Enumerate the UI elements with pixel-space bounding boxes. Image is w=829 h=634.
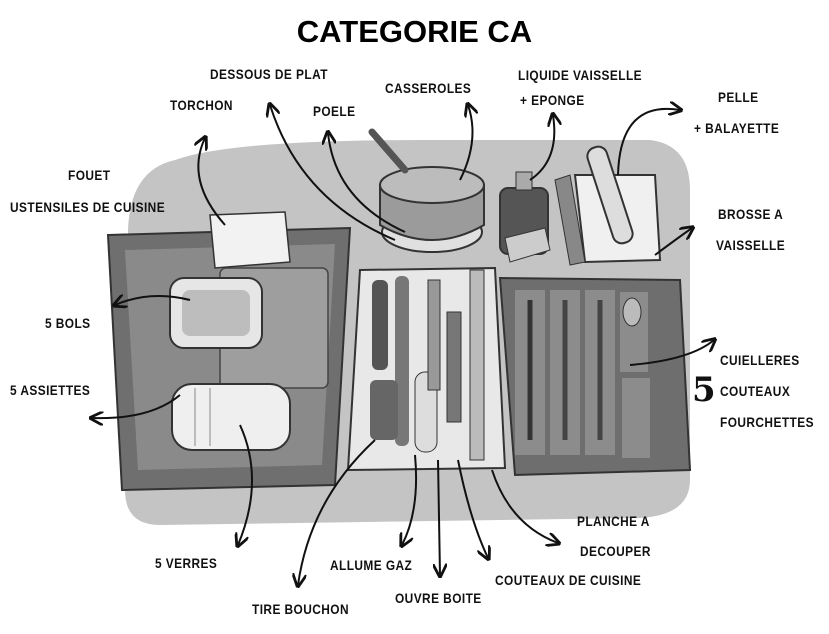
label-vaisselle: VAISSELLE [716,237,786,253]
dish-tray [106,211,352,492]
cutlery-count: 5 [692,370,716,410]
label-ustensiles: USTENSILES DE CUISINE [10,199,166,215]
label-casseroles: CASSEROLES [385,80,472,96]
label-torchon: TORCHON [170,97,233,113]
label-ouvre-boite: OUVRE BOITE [395,590,482,606]
pot-pan [368,128,485,253]
page-title: CATEGORIE CA [296,14,533,49]
label-couteaux-cuisine: COUTEAUX DE CUISINE [495,572,642,588]
dish-soap [499,171,551,263]
label-assiettes: 5 ASSIETTES [10,382,91,398]
label-brosse-a: BROSSE A [718,206,784,222]
label-verres: 5 VERRES [155,555,218,571]
label-decouper: DECOUPER [580,543,651,559]
label-fouet: FOUET [68,167,111,183]
label-bols: 5 BOLS [45,315,91,331]
label-cuilleres: CUIELLERES [720,352,800,368]
label-pelle: PELLE [718,89,759,105]
label-liquide-vaisselle: LIQUIDE VAISSELLE [518,67,643,83]
label-allume-gaz: ALLUME GAZ [330,557,413,573]
label-fourchettes: FOURCHETTES [720,414,814,430]
dustpan-brush [554,145,662,266]
label-dessous-de-plat: DESSOUS DE PLAT [210,66,328,82]
cutting-board [346,266,507,472]
label-tire-bouchon: TIRE BOUCHON [252,601,350,617]
label-poele: POELE [313,103,356,119]
cutlery-tray [498,276,692,477]
label-planche-a: PLANCHE A [577,513,650,529]
label-balayette: + BALAYETTE [694,120,780,136]
arrows [92,105,714,585]
label-eponge: + EPONGE [520,92,585,108]
label-couteaux: COUTEAUX [720,383,791,399]
